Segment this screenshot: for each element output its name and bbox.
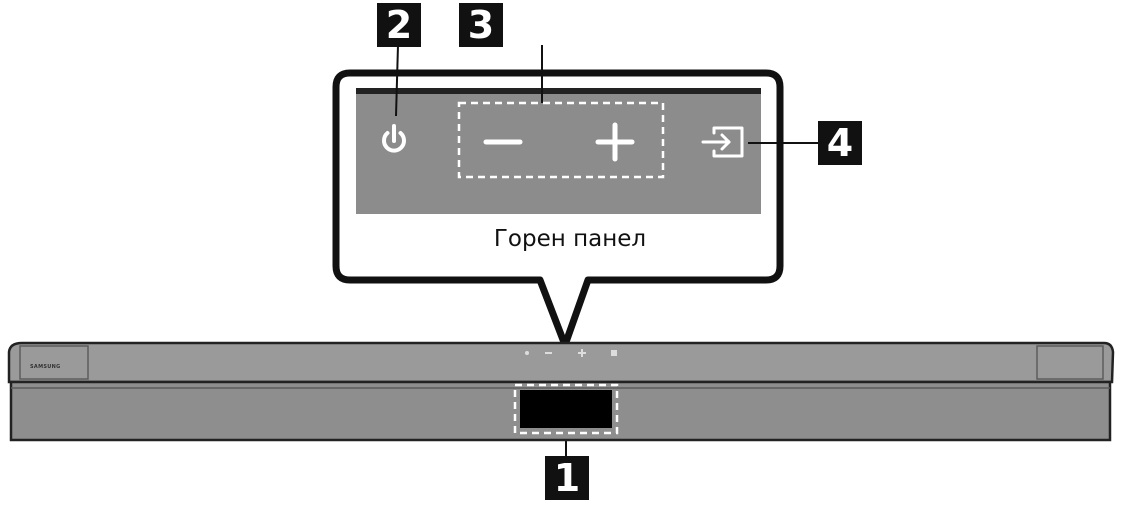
soundbar <box>7 341 1115 442</box>
plus-icon[interactable] <box>595 122 635 162</box>
power-icon[interactable] <box>382 124 406 153</box>
top-panel-caption: Горен панел <box>493 226 647 252</box>
leader-line-power <box>395 44 399 117</box>
callout-label-source: 4 <box>818 121 862 165</box>
brand-logo: SAMSUNG <box>30 364 61 370</box>
volume-group-outline <box>457 101 665 179</box>
callout-label-display: 1 <box>545 456 589 500</box>
front-display <box>520 390 612 428</box>
top-panel <box>356 88 761 214</box>
display-outline <box>513 383 619 435</box>
source-input-icon[interactable] <box>701 126 744 158</box>
soundbar-top-buttons <box>525 349 617 357</box>
callout-label-volume: 3 <box>459 3 503 47</box>
callout-label-power: 2 <box>377 3 421 47</box>
